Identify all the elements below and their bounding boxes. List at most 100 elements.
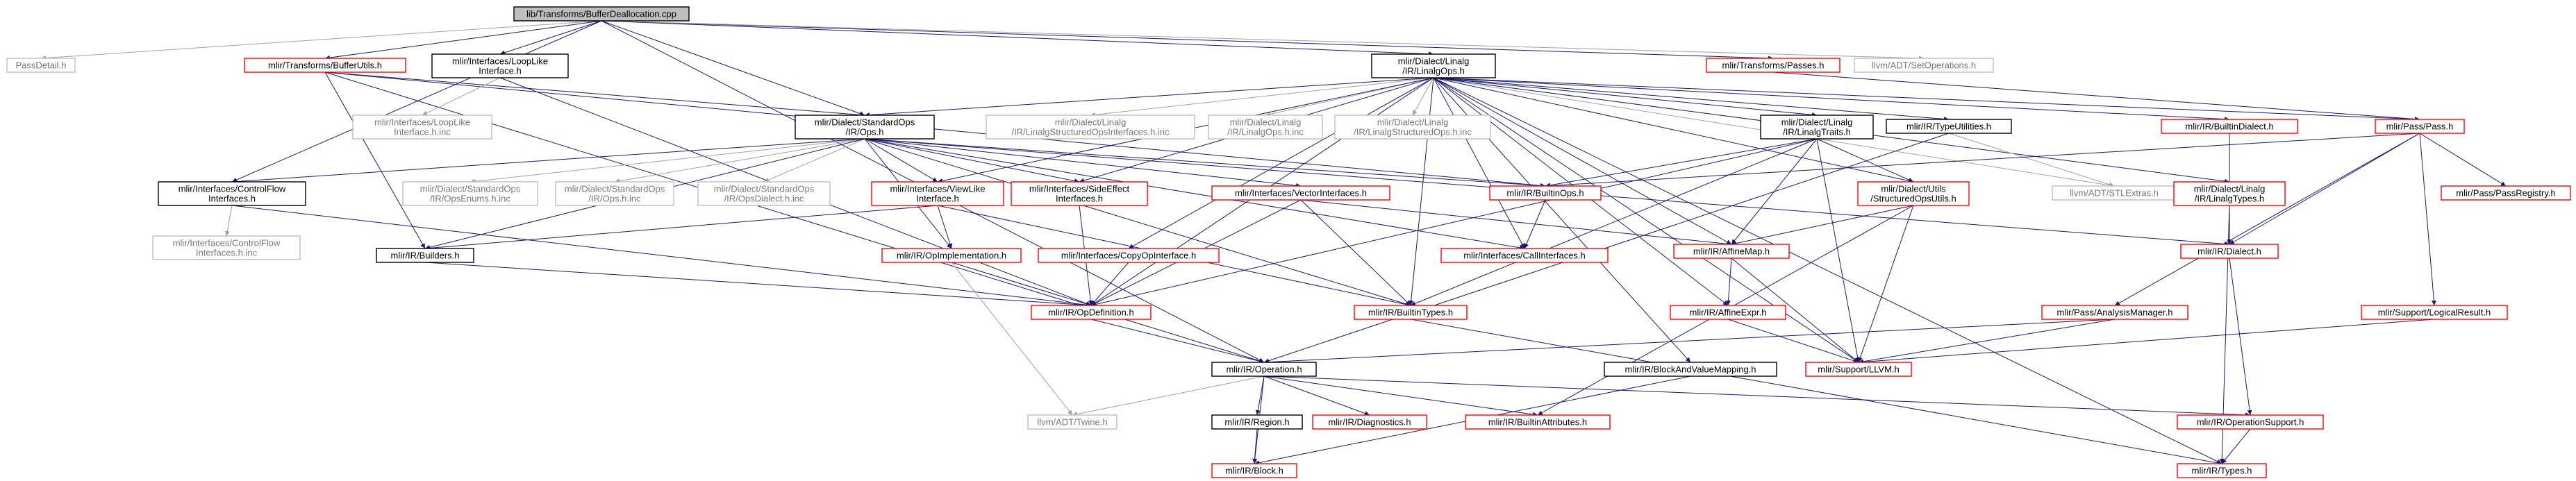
- node-label: llvm/ADT/SetOperations.h: [1872, 60, 1976, 71]
- node-label: mlir/Dialect/StandardOps/IR/Ops.h.inc: [565, 184, 665, 204]
- edge-pass-to-builtinops: [1545, 133, 2420, 189]
- edge-linalgops-to-llvm: [1433, 77, 1859, 363]
- node-callinterfaces[interactable]: mlir/Interfaces/CallInterfaces.h: [1440, 248, 1609, 263]
- node-label: llvm/ADT/Twine.h: [1037, 417, 1107, 428]
- edge-stdops-to-vectorinterfaces: [864, 138, 1302, 188]
- node-affineexpr[interactable]: mlir/IR/AffineExpr.h: [1670, 305, 1786, 320]
- node-box: [986, 115, 1195, 140]
- node-opimpl[interactable]: mlir/IR/OpImplementation.h: [881, 248, 1022, 263]
- node-label: mlir/Transforms/BufferUtils.h: [268, 60, 382, 71]
- node-operation[interactable]: mlir/IR/Operation.h: [1211, 362, 1317, 377]
- node-box: [1854, 58, 1994, 73]
- node-linalgops[interactable]: mlir/Dialect/Linalg/IR/LinalgOps.h: [1371, 53, 1496, 78]
- node-affinemap[interactable]: mlir/IR/AffineMap.h: [1673, 244, 1790, 259]
- node-bufferutils[interactable]: mlir/Transforms/BufferUtils.h: [244, 58, 406, 73]
- edge-linalgops-to-linalgstructinterfaces: [1090, 77, 1434, 117]
- edge-stdops-to-opsdialectinc: [763, 138, 865, 183]
- node-label: mlir/Dialect/Linalg/IR/LinalgTypes.h: [2194, 184, 2266, 204]
- node-box: [2173, 181, 2286, 206]
- node-root[interactable]: lib/Transforms/BufferDeallocation.cpp: [513, 6, 690, 22]
- node-diagnostics[interactable]: mlir/IR/Diagnostics.h: [1312, 414, 1427, 430]
- node-box: [1211, 414, 1303, 430]
- node-label: mlir/Dialect/Linalg/IR/LinalgStructuredO…: [1012, 117, 1170, 137]
- node-opdef[interactable]: mlir/IR/OpDefinition.h: [1031, 305, 1152, 320]
- edge-linalgtraits-to-opdef: [1090, 138, 1818, 307]
- edge-linalgops-to-callinterfaces: [1433, 77, 1525, 249]
- node-label: mlir/IR/Block.h: [1225, 466, 1283, 476]
- node-label: mlir/IR/OperationSupport.h: [2197, 417, 2304, 428]
- edge-stdops-to-viewlike: [864, 138, 938, 183]
- node-label: mlir/IR/OpDefinition.h: [1048, 307, 1134, 318]
- edge-linalgops-to-linalgtraits: [1433, 77, 1818, 117]
- node-region[interactable]: mlir/IR/Region.h: [1211, 414, 1303, 430]
- node-llvm[interactable]: mlir/Support/LLVM.h: [1805, 362, 1912, 377]
- node-builtinops[interactable]: mlir/IR/BuiltinOps.h: [1489, 185, 1602, 201]
- edge-region-to-block: [1252, 428, 1258, 464]
- node-box: [1038, 248, 1220, 263]
- node-stdops[interactable]: mlir/Dialect/StandardOps/IR/Ops.h: [795, 115, 935, 140]
- node-dialect[interactable]: mlir/IR/Dialect.h: [2180, 244, 2279, 259]
- node-block[interactable]: mlir/IR/Block.h: [1211, 463, 1297, 478]
- node-types[interactable]: mlir/IR/Types.h: [2177, 463, 2267, 478]
- edge-builders-to-opdef: [424, 262, 1092, 308]
- node-label: mlir/Dialect/StandardOps/IR/OpsDialect.h…: [714, 184, 815, 204]
- node-linalgtraits[interactable]: mlir/Dialect/Linalg/IR/LinalgTraits.h: [1760, 115, 1874, 140]
- node-builtintypes[interactable]: mlir/IR/BuiltinTypes.h: [1354, 305, 1468, 320]
- node-pass[interactable]: mlir/Pass/Pass.h: [2375, 119, 2465, 134]
- node-copyop[interactable]: mlir/Interfaces/CopyOpInterface.h: [1038, 248, 1220, 263]
- node-label: mlir/Dialect/StandardOps/IR/OpsEnums.h.i…: [420, 184, 521, 204]
- node-linalgstructops: mlir/Dialect/Linalg/IR/LinalgStructuredO…: [1334, 115, 1491, 140]
- node-box: [1211, 463, 1297, 478]
- node-box: [1027, 414, 1117, 430]
- node-builders[interactable]: mlir/IR/Builders.h: [376, 248, 474, 263]
- edge-bufferutils-to-builders: [324, 71, 426, 249]
- node-box: [1886, 119, 2012, 134]
- edge-linalgops-to-stdops: [864, 77, 1434, 118]
- node-linalgtypes[interactable]: mlir/Dialect/Linalg/IR/LinalgTypes.h: [2173, 181, 2286, 206]
- node-box: [1334, 115, 1491, 140]
- node-typeutils[interactable]: mlir/IR/TypeUtilities.h: [1886, 119, 2012, 134]
- node-analysismanager[interactable]: mlir/Pass/AnalysisManager.h: [2041, 305, 2188, 320]
- edge-controlflow-to-controlflowinc: [224, 205, 233, 237]
- node-structuredopsutils[interactable]: mlir/Dialect/Utils/StructuredOpsUtils.h: [1857, 181, 1970, 206]
- node-passregistry[interactable]: mlir/Pass/PassRegistry.h: [2441, 185, 2571, 201]
- edge-linalgops-to-typeutils: [1433, 77, 1950, 121]
- edge-viewlike-to-opimpl: [937, 205, 953, 249]
- node-vectorinterfaces[interactable]: mlir/Interfaces/VectorInterfaces.h: [1211, 185, 1390, 201]
- node-box: [795, 115, 935, 140]
- edge-opimpl-to-opdef: [951, 262, 1092, 307]
- node-box: [1604, 362, 1777, 377]
- node-logicalresult[interactable]: mlir/Support/LogicalResult.h: [2361, 305, 2508, 320]
- node-operationsupport[interactable]: mlir/IR/OperationSupport.h: [2177, 414, 2324, 430]
- node-blockandvalue[interactable]: mlir/IR/BlockAndValueMapping.h: [1604, 362, 1777, 377]
- node-label: mlir/IR/BuiltinAttributes.h: [1488, 417, 1587, 428]
- node-box: [158, 181, 306, 206]
- edge-affinemap-to-llvm: [1731, 258, 1859, 363]
- node-label: lib/Transforms/BufferDeallocation.cpp: [526, 9, 676, 19]
- node-label: mlir/Interfaces/VectorInterfaces.h: [1235, 188, 1367, 199]
- node-box: [1211, 362, 1317, 377]
- edge-linalgtraits-to-llvm: [1816, 138, 1861, 363]
- edge-root-to-setops: [601, 20, 1925, 61]
- node-box: [1208, 115, 1323, 140]
- edge-root-to-stdops: [601, 20, 865, 116]
- node-box: [2161, 119, 2298, 134]
- edge-linalgtraits-to-builtinops: [1545, 138, 1818, 188]
- edge-linalgops-to-builtintypes: [1409, 77, 1434, 306]
- node-label: mlir/IR/Diagnostics.h: [1328, 417, 1411, 428]
- node-passes[interactable]: mlir/Transforms/Passes.h: [1706, 58, 1840, 73]
- node-builtinattributes[interactable]: mlir/IR/BuiltinAttributes.h: [1465, 414, 1611, 430]
- edge-pass-to-analysismanager: [2114, 133, 2420, 306]
- edge-dialect-to-operationsupport: [2229, 258, 2252, 416]
- node-twine: llvm/ADT/Twine.h: [1027, 414, 1117, 430]
- node-builtindialect[interactable]: mlir/IR/BuiltinDialect.h: [2161, 119, 2298, 134]
- node-setops: llvm/ADT/SetOperations.h: [1854, 58, 1994, 73]
